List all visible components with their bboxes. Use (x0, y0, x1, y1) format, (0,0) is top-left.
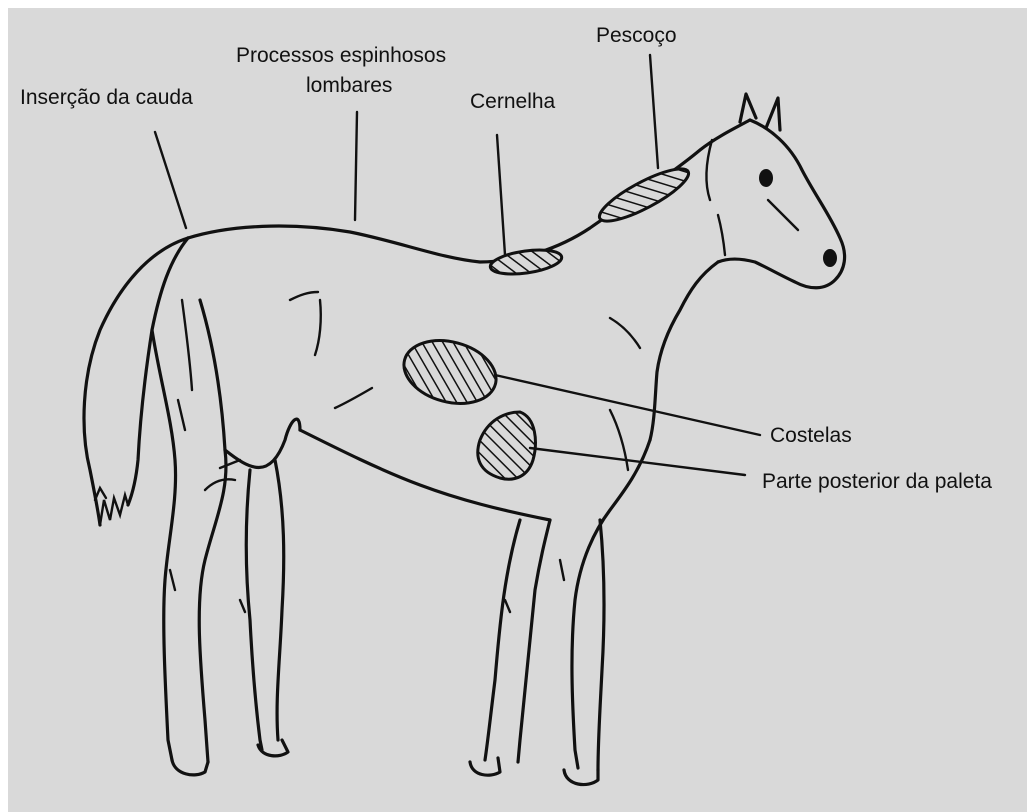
label-processos-line1: Processos espinhosos (236, 44, 446, 68)
label-cernelha: Cernelha (470, 90, 555, 114)
label-processos-line2: lombares (306, 74, 392, 98)
leader-cernelha (497, 135, 505, 255)
hatched-regions (397, 160, 694, 479)
horse-tail (84, 238, 188, 525)
leader-insercao-cauda (155, 132, 186, 228)
label-insercao-cauda: Inserção da cauda (20, 86, 193, 110)
leader-processos (355, 112, 357, 220)
horse-neck-chest (610, 215, 725, 440)
horse-hind-legs (152, 292, 372, 775)
region-costelas (397, 331, 503, 413)
leader-costelas (495, 375, 760, 435)
horse-head (706, 94, 844, 288)
leader-pescoco (650, 55, 658, 168)
label-paleta: Parte posterior da paleta (762, 470, 992, 494)
label-pescoco: Pescoço (596, 24, 677, 48)
leader-lines (155, 55, 760, 475)
region-pescoco (594, 160, 695, 230)
region-cernelha (489, 246, 563, 278)
label-costelas: Costelas (770, 424, 852, 448)
region-paleta (478, 412, 536, 479)
